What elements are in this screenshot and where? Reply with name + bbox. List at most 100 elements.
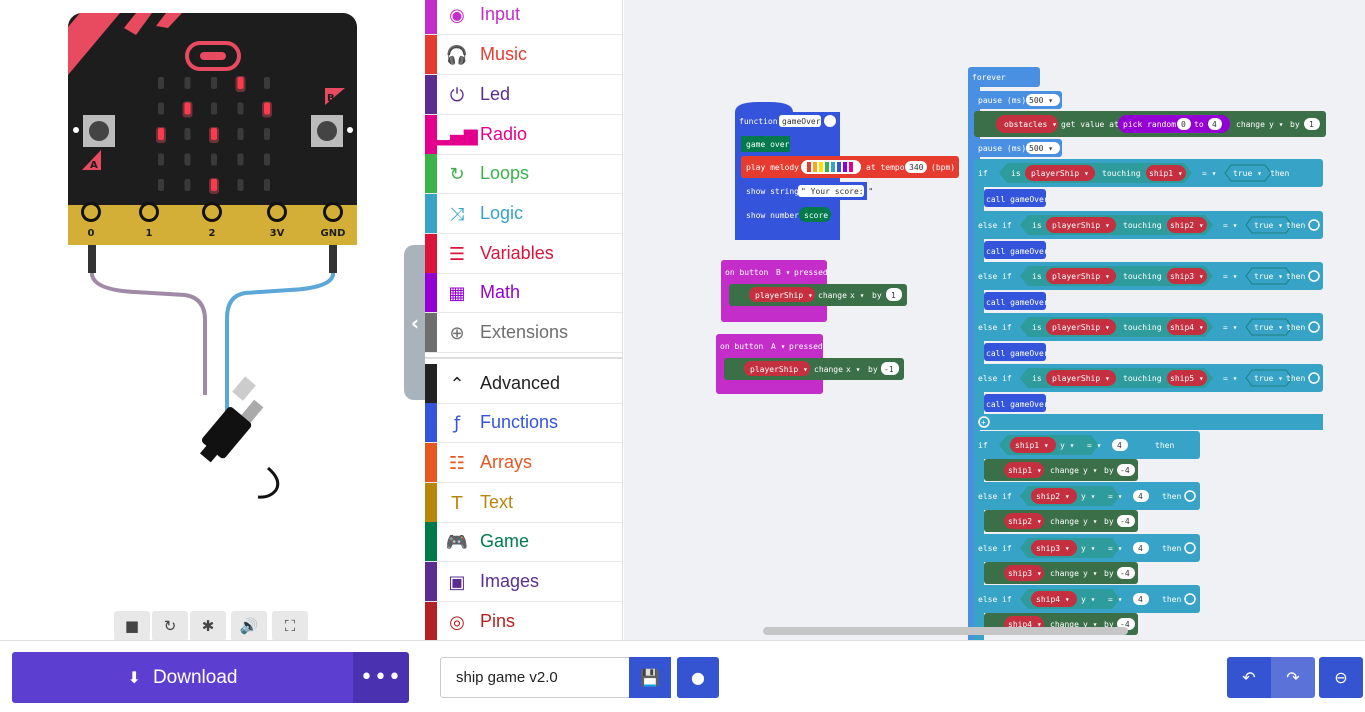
toolbox-category-arrays[interactable]: ☷Arrays [425,443,622,483]
call-gameover-block[interactable]: call gameOver [984,189,1049,207]
toolbox-category-advanced[interactable]: ⌃Advanced [425,364,622,404]
fullscreen-button[interactable]: ⛶ [272,611,308,641]
ship-dropdown[interactable]: ship4 ▾ [1008,620,1042,629]
y-dropdown[interactable]: y ▾ [1083,620,1097,629]
equals-dropdown[interactable]: = ▾ [1223,221,1237,230]
x-dropdown-a[interactable]: x ▾ [846,365,860,374]
call-gameover-block[interactable]: call gameOver [984,292,1049,310]
debug-button[interactable]: ✱ [190,611,226,641]
toolbox-category-input[interactable]: ◉Input [425,0,622,35]
project-name-input[interactable] [440,657,630,698]
y-dropdown[interactable]: y ▾ [1083,569,1097,578]
add-else-icon[interactable]: + [981,418,986,427]
ship-dropdown[interactable]: ship1 ▾ [1015,441,1049,450]
playership-dropdown[interactable]: playerShip ▾ [1052,374,1110,383]
equals-dropdown[interactable]: = ▾ [1202,169,1216,178]
true-dropdown[interactable]: true ▾ [1254,221,1283,230]
download-more-button[interactable]: ••• [353,652,409,703]
zoom-out-button[interactable]: ⊖ [1319,657,1363,698]
y-dropdown[interactable]: y ▾ [1081,544,1095,553]
playership-dropdown[interactable]: playerShip ▾ [1052,323,1110,332]
on-button-b-block[interactable]: on button B ▾ pressed playerShip ▾ chang… [721,260,907,322]
sound-button[interactable]: 🔊 [231,611,267,641]
call-gameover-block[interactable]: call gameOver [984,394,1049,412]
toolbox-category-pins[interactable]: ◎Pins [425,602,622,640]
collapse-simulator-button[interactable]: ‹ [404,245,426,400]
toolbox-category-extensions[interactable]: ⊕Extensions [425,313,622,353]
download-button[interactable]: ⬇ Download [12,652,353,703]
y-dropdown[interactable]: y ▾ [1081,595,1095,604]
toolbox-category-game[interactable]: 🎮Game [425,522,622,562]
ship-dropdown[interactable]: ship2 ▾ [1008,517,1042,526]
horizontal-scrollbar[interactable] [763,627,1128,635]
equals-dropdown[interactable]: = ▾ [1223,272,1237,281]
equals-dropdown[interactable]: = ▾ [1223,323,1237,332]
button-b-dropdown[interactable]: B ▾ [776,268,790,277]
playership-dropdown[interactable]: playerShip ▾ [1031,169,1089,178]
remove-branch-icon[interactable] [1308,321,1320,333]
save-button[interactable]: 💾 [629,657,671,698]
ship-dropdown[interactable]: ship1 ▾ [1149,169,1183,178]
obstacles-dropdown[interactable]: obstacles ▾ [1004,120,1057,129]
equals-dropdown[interactable]: = ▾ [1108,492,1122,501]
true-dropdown[interactable]: true ▾ [1254,323,1283,332]
redo-button[interactable]: ↷ [1271,657,1315,698]
toolbox-category-images[interactable]: ▣Images [425,562,622,602]
ship-dropdown[interactable]: ship2 ▾ [1170,221,1204,230]
restart-button[interactable]: ↻ [152,611,188,641]
remove-branch-icon[interactable] [1184,490,1196,502]
y-dropdown[interactable]: y ▾ [1083,466,1097,475]
playership-dropdown[interactable]: playerShip ▾ [1052,272,1110,281]
ship-dropdown[interactable]: ship5 ▾ [1170,374,1204,383]
toolbox-category-loops[interactable]: ↻Loops [425,154,622,194]
remove-branch-icon[interactable] [1308,219,1320,231]
ship-dropdown[interactable]: ship2 ▾ [1036,492,1070,501]
equals-dropdown[interactable]: = ▾ [1223,374,1237,383]
ship-dropdown[interactable]: ship4 ▾ [1170,323,1204,332]
equals-dropdown[interactable]: = ▾ [1108,595,1122,604]
true-dropdown[interactable]: true ▾ [1254,272,1283,281]
undo-button[interactable]: ↶ [1227,657,1271,698]
remove-branch-icon[interactable] [1308,270,1320,282]
playership-dropdown-a[interactable]: playerShip ▾ [750,365,808,374]
true-dropdown[interactable]: true ▾ [1233,169,1262,178]
ship-dropdown[interactable]: ship1 ▾ [1008,466,1042,475]
ship-dropdown[interactable]: ship3 ▾ [1008,569,1042,578]
call-gameover-block[interactable]: call gameOver [984,241,1049,259]
forever-block[interactable]: forever pause (ms) 500 ▾ obstacles ▾ get… [968,67,1326,640]
true-dropdown[interactable]: true ▾ [1254,374,1283,383]
y-dropdown-obs[interactable]: y ▾ [1269,120,1283,129]
equals-dropdown[interactable]: = ▾ [1087,441,1101,450]
ship-dropdown[interactable]: ship3 ▾ [1036,544,1070,553]
toolbox-category-music[interactable]: 🎧Music [425,35,622,75]
remove-branch-icon[interactable] [1184,593,1196,605]
playership-dropdown[interactable]: playerShip ▾ [1052,221,1110,230]
github-button[interactable]: ● [677,657,719,698]
stop-button[interactable]: ■ [114,611,150,641]
remove-branch-icon[interactable] [1308,372,1320,384]
on-button-a-block[interactable]: on button A ▾ pressed playerShip ▾ chang… [716,334,904,394]
toolbox-category-math[interactable]: ▦Math [425,273,622,313]
x-dropdown-b[interactable]: x ▾ [850,291,864,300]
equals-dropdown[interactable]: = ▾ [1108,544,1122,553]
ship-dropdown[interactable]: ship4 ▾ [1036,595,1070,604]
toolbox-category-logic[interactable]: ⤨Logic [425,194,622,234]
blocks-workspace[interactable]: function gameOver game over play melody … [624,0,1365,640]
toolbox-category-led[interactable]: ⏻Led [425,75,622,115]
toolbox-category-variables[interactable]: ☰Variables [425,234,622,274]
remove-branch-icon[interactable] [1184,542,1196,554]
toolbox-category-radio[interactable]: ▂▄▆Radio [425,115,622,155]
